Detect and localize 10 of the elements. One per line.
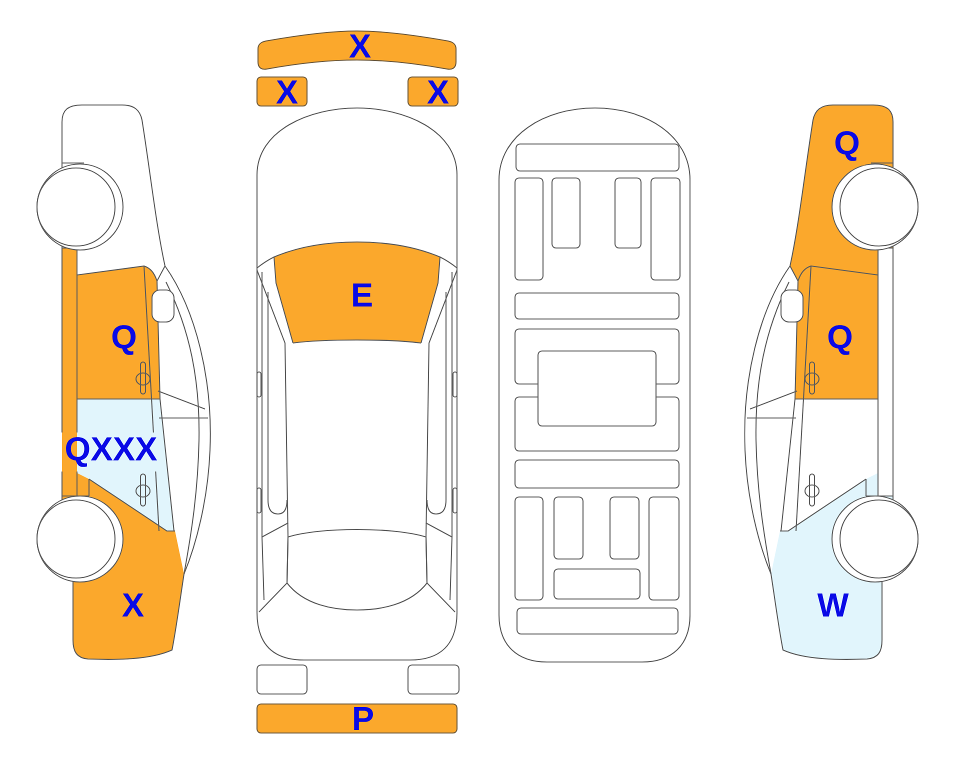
lamp-box <box>256 664 308 695</box>
lamp-box: X <box>407 76 459 107</box>
windshield-panel: E <box>274 242 440 343</box>
bumper-bar: P <box>256 703 458 734</box>
lamp-box: X <box>256 76 308 107</box>
node-label: Q <box>835 131 859 161</box>
lamp-box <box>407 664 460 695</box>
car-panel: Q <box>795 266 878 399</box>
node-label: Q <box>828 325 852 355</box>
bumper-bar: X <box>257 30 457 70</box>
